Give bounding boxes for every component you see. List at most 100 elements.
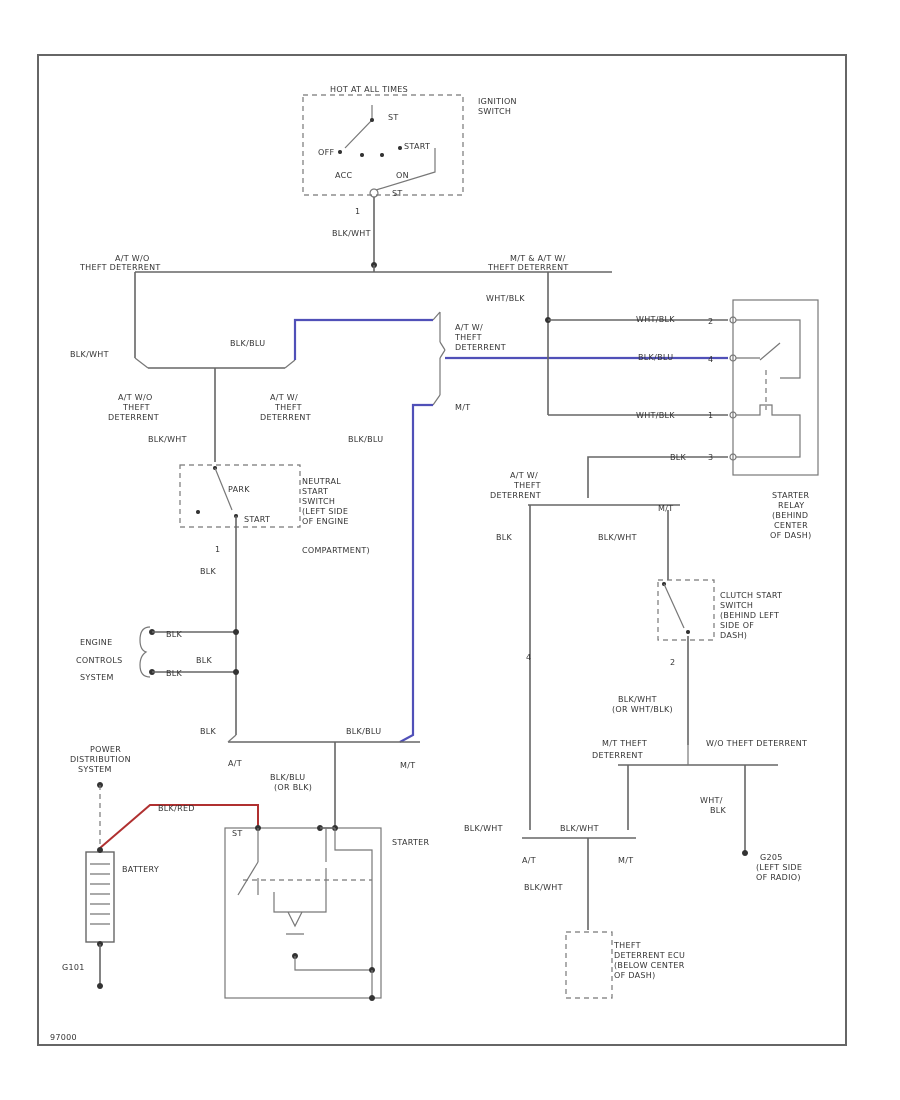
wire-label-blkwht-ecu-left: BLK/WHT [464, 824, 503, 833]
figure-id: 97000 [50, 1033, 77, 1042]
connector-pin-4: 4 [526, 653, 531, 662]
mt-td-label-1: M/T THEFT [602, 739, 647, 748]
wire-label-starter-1: BLK/BLU [270, 773, 305, 782]
hot-at-all-times-label: HOT AT ALL TIMES [330, 85, 408, 94]
battery-label: BATTERY [122, 865, 159, 874]
pds-label-3: SYSTEM [78, 765, 112, 774]
nss-label-6: COMPARTMENT) [302, 546, 370, 555]
transmission-selector: A/T W/ THEFT DETERRENT M/T [432, 311, 506, 412]
wire-label-ecs-2: BLK [196, 656, 213, 665]
nss-label-1: NEUTRAL [302, 477, 341, 486]
ignition-switch: HOT AT ALL TIMES IGNITION SWITCH ST OFF … [302, 85, 517, 216]
relay-label-1: STARTER [772, 491, 810, 500]
wire-label-blkwht-ecu-right: BLK/WHT [560, 824, 599, 833]
clutch-pin-2: 2 [670, 658, 675, 667]
mt-td-label-2: DETERRENT [592, 751, 643, 760]
clutch-label-2: SWITCH [720, 601, 753, 610]
ignition-st-label: ST [388, 113, 399, 122]
pin-1: 1 [355, 207, 360, 216]
wire-label-blkwht-nss: BLK/WHT [148, 435, 187, 444]
ignition-off-label: OFF [318, 148, 334, 157]
wire-label-clutch-1: BLK/WHT [618, 695, 657, 704]
nss-pin-1: 1 [215, 545, 220, 554]
wire-label-starter-2: (OR BLK) [274, 783, 312, 792]
diagram-frame [37, 54, 847, 1046]
wire-label-blkblu-relay: BLK/BLU [638, 353, 673, 362]
wire-label-blkblu-top: BLK/BLU [230, 339, 265, 348]
mt-at-td-1: M/T & A/T W/ [510, 254, 566, 263]
g205-label-1: G205 [760, 853, 783, 862]
starter-relay: STARTER RELAY (BEHIND CENTER OF DASH) [729, 299, 819, 540]
battery-symbol [85, 851, 115, 943]
relay-label-4: CENTER [774, 521, 808, 530]
theft-deterrent-ecu: THEFT DETERRENT ECU (BELOW CENTER OF DAS… [565, 931, 685, 999]
neutral-start-switch: PARK START NEUTRAL START SWITCH (LEFT SI… [179, 464, 370, 555]
wire-label-blkwht-ecu: BLK/WHT [524, 883, 563, 892]
at-wo-td-left-1: A/T W/O [118, 393, 153, 402]
clutch-label-1: CLUTCH START [720, 591, 782, 600]
starter-st-label: ST [232, 829, 243, 838]
wire-label-blk-right: BLK [496, 533, 513, 542]
wire-label-whtblk-pin1: WHT/BLK [636, 411, 675, 420]
at-w-td-relay-1: A/T W/ [510, 471, 538, 480]
at-w-td-right-3: DETERRENT [455, 343, 506, 352]
relay-label-3: (BEHIND [772, 511, 808, 520]
pds-label-1: POWER [90, 745, 121, 754]
wire-label-ecs-3: BLK [166, 669, 183, 678]
clutch-label-3: (BEHIND LEFT [720, 611, 779, 620]
wo-td-label: W/O THEFT DETERRENT [706, 739, 807, 748]
ecs-label-3: SYSTEM [80, 673, 114, 682]
relay-pin-4: 4 [708, 355, 713, 364]
mt-label-relay: M/T [658, 504, 673, 513]
mt-at-td-2: THEFT DETERRENT [487, 263, 569, 272]
battery-section: POWER DISTRIBUTION SYSTEM BLK/RED BATTER… [62, 745, 259, 989]
pds-label-2: DISTRIBUTION [70, 755, 131, 764]
ignition-start-label: START [404, 142, 430, 151]
g101-label: G101 [62, 963, 85, 972]
starter-motor: STARTER ST [224, 825, 430, 1001]
at-wo-td-top-1: A/T W/O [115, 254, 150, 263]
wire-battery-red [99, 804, 259, 849]
ecu-label-2: DETERRENT ECU [614, 951, 685, 960]
wire-relay-pin3 [587, 456, 728, 498]
clutch-start-switch: CLUTCH START SWITCH (BEHIND LEFT SIDE OF… [657, 579, 782, 667]
starter-label: STARTER [392, 838, 430, 847]
g205-label-3: OF RADIO) [756, 873, 801, 882]
at-label-bottom: A/T [228, 759, 242, 768]
wire-label-whtblk-pin2: WHT/BLK [636, 315, 675, 324]
at-w-td-right-2: THEFT [454, 333, 482, 342]
nss-label-5: OF ENGINE [302, 517, 349, 526]
ignition-acc-label: ACC [335, 171, 353, 180]
clutch-label-4: SIDE OF [720, 621, 754, 630]
at-wo-td-top-2: THEFT DETERRENT [79, 263, 161, 272]
ignition-switch-label-1: IGNITION [478, 97, 517, 106]
ignition-on-label: ON [396, 171, 409, 180]
wire-label-blk-pin3: BLK [670, 453, 687, 462]
ecs-label-2: CONTROLS [76, 656, 123, 665]
ecs-label-1: ENGINE [80, 638, 112, 647]
wire-label-g205-2: BLK [710, 806, 727, 815]
relay-pin-2: 2 [708, 317, 713, 326]
ignition-st2-label: ST [392, 189, 403, 198]
wire-label-clutch-2: (OR WHT/BLK) [612, 705, 673, 714]
nss-label-3: SWITCH [302, 497, 335, 506]
ecu-label-1: THEFT [613, 941, 641, 950]
at-w-td-relay-2: THEFT [513, 481, 541, 490]
at-wo-td-left-3: DETERRENT [108, 413, 159, 422]
wire-label-blkred: BLK/RED [158, 804, 195, 813]
engine-controls-system: BLK BLK BLK ENGINE CONTROLS SYSTEM [76, 626, 239, 682]
at-wo-td-left-2: THEFT [122, 403, 150, 412]
mt-label-bottom: M/T [400, 761, 415, 770]
relay-pin-1: 1 [708, 411, 713, 420]
wire-label-ecs-1: BLK [166, 630, 183, 639]
wire-label-whtblk-trunk: WHT/BLK [486, 294, 525, 303]
wire-label-g205-1: WHT/ [700, 796, 723, 805]
wire-label-blkwht-clutch: BLK/WHT [598, 533, 637, 542]
relay-label-2: RELAY [778, 501, 805, 510]
g205-label-2: (LEFT SIDE [756, 863, 802, 872]
wire-label-blkblu-bottom: BLK/BLU [346, 727, 381, 736]
at-w-td-mid-3: DETERRENT [260, 413, 311, 422]
nss-label-4: (LEFT SIDE [302, 507, 348, 516]
ecu-label-3: (BELOW CENTER [614, 961, 685, 970]
mt-label-top: M/T [455, 403, 470, 412]
